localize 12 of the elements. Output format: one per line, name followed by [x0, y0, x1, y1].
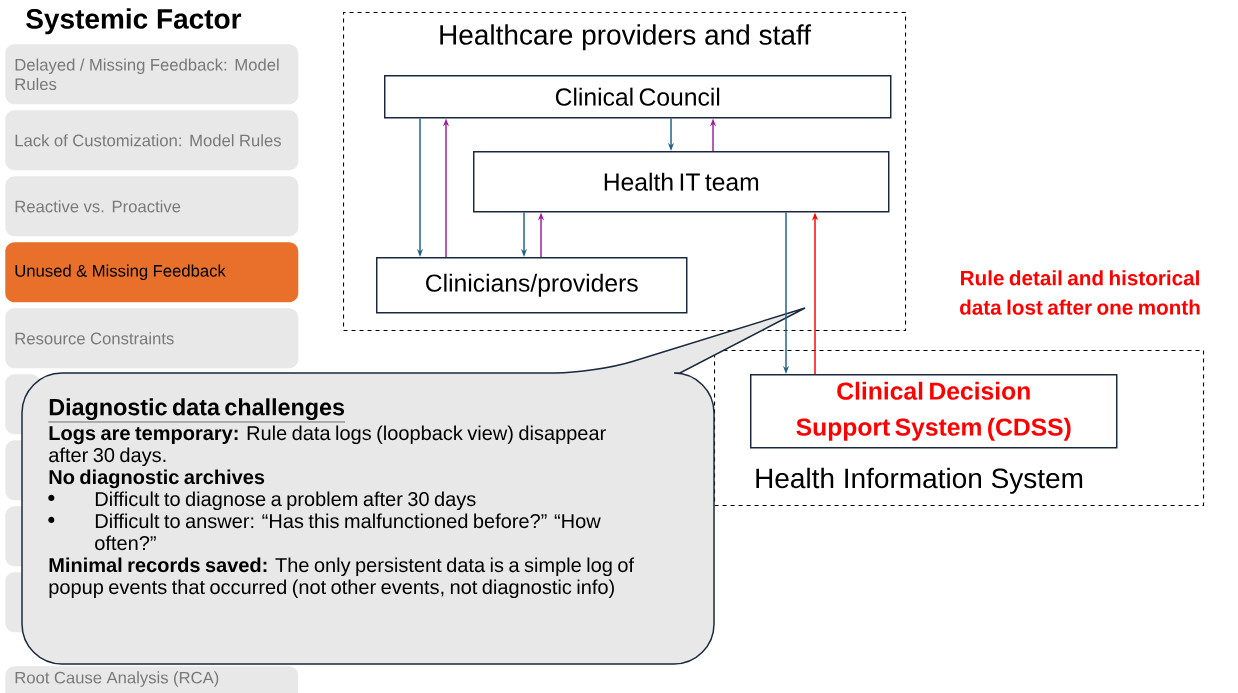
factor-box: Lack of Customization: Model Rules: [5, 110, 299, 171]
process-box: Clinicians/providers: [376, 257, 688, 314]
factor-box: Resource Constraints: [5, 308, 299, 369]
process-box: Health IT team: [473, 151, 890, 213]
note-text: Rule detail and historical data lost after one month: [960, 270, 1200, 315]
process-box: Clinical Council: [384, 75, 892, 119]
process-box: Clinical Decision Support System (CDSS): [750, 374, 1118, 449]
highlighted-factor: Unused & Missing Feedback: [5, 242, 299, 303]
factor-box: Reactive vs. Proactive: [5, 176, 299, 237]
factor-box: Delayed / Missing Feedback: Model Rules: [5, 44, 299, 105]
heading: Systemic Factor: [26, 8, 242, 35]
factor-box: Root Cause Analysis (RCA): [5, 666, 299, 693]
